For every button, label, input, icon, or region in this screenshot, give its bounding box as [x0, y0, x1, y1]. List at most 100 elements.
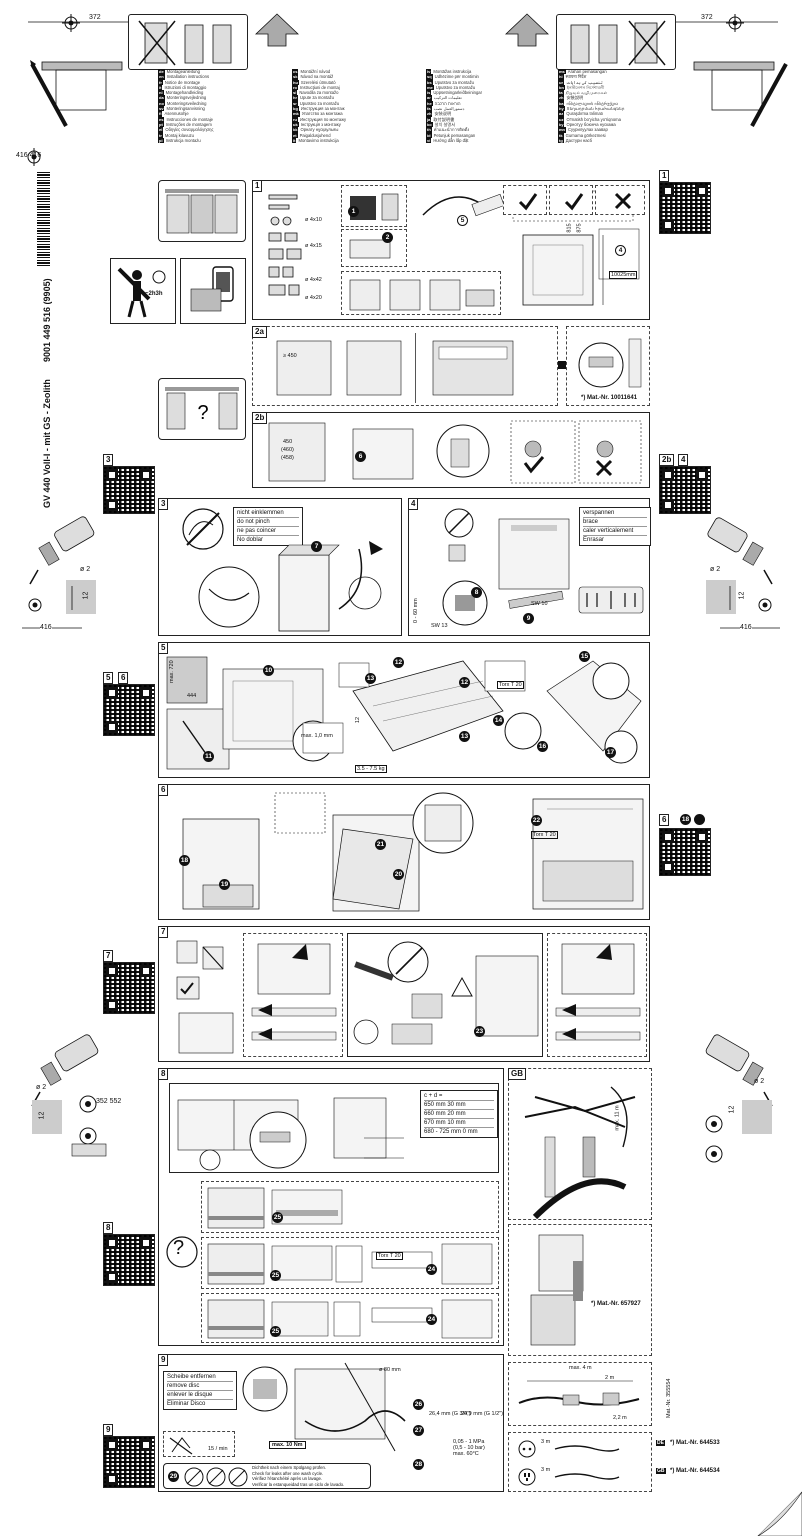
- dimension-line-icon: [28, 21, 138, 23]
- drain-connection-icon: [242, 1362, 406, 1452]
- callout-number: 18: [179, 855, 190, 866]
- dimension-label: (458): [281, 455, 294, 461]
- country-badge: DE: [656, 1440, 665, 1446]
- language-code: ro: [292, 84, 298, 91]
- phone-icon-panel: [180, 258, 246, 324]
- language-title: تعليمات التركيب: [433, 95, 462, 101]
- language-title: Notice de montage: [164, 79, 201, 85]
- callout-number: 8: [471, 587, 482, 598]
- language-title: Návod na montáž: [300, 74, 334, 80]
- language-code: th: [426, 127, 432, 133]
- plinth-option-icon: [207, 1187, 343, 1229]
- language-title: 安装说明: [434, 111, 452, 117]
- material-number: Mat.-Nr. 355554: [666, 1378, 672, 1418]
- language-title: Інструкція з монтажу: [300, 121, 341, 127]
- sub-step-box: [547, 933, 647, 1057]
- language-code: zh: [426, 111, 433, 117]
- torque-label: max. 10 Nm: [269, 1441, 306, 1449]
- language-code: no: [158, 100, 165, 107]
- hand-tighten-icon: [169, 1437, 193, 1455]
- kitchen-cabinet-icon: [165, 189, 239, 234]
- language-code: ru: [292, 116, 298, 122]
- callout-number: 12: [459, 677, 470, 688]
- registration-mark-icon: [758, 598, 772, 612]
- gb-panel: GB max. 11 m: [508, 1068, 652, 1220]
- drill-diameter: ø 2: [710, 566, 721, 573]
- question-mark: ?: [173, 1237, 185, 1259]
- torx-label: Torx T 20: [497, 681, 524, 689]
- length-label: 2 m: [605, 1375, 615, 1381]
- table-row: 660 mm 20 mm: [424, 1110, 494, 1119]
- zoom-circle-icon: [578, 338, 642, 388]
- torx-label: Torx T 20: [376, 1252, 403, 1260]
- screw-label: ø 4x10: [305, 217, 322, 223]
- dimension-label: 875: [576, 223, 583, 233]
- language-code: hi: [558, 74, 564, 80]
- question-circle-icon: [166, 1236, 198, 1268]
- leak-check-line: Check for leaks after one wash cycle.: [252, 1470, 324, 1476]
- language-title: Uputstvo za montažu: [435, 84, 476, 90]
- niche-icon: ?: [165, 387, 239, 430]
- language-title: நிறுவல் வழிமுறைகள்: [565, 90, 608, 96]
- smartphone-icon: [190, 266, 234, 312]
- drill-icon: [31, 1034, 107, 1157]
- table-header: c + d =: [424, 1092, 494, 1101]
- language-code: et: [292, 132, 298, 138]
- language-title: Szerelési útmutató: [300, 79, 336, 85]
- brace-text: verspannen: [583, 509, 647, 518]
- language-code: lv: [426, 69, 432, 75]
- language-title: Uputstvo za montažu: [299, 100, 340, 106]
- screw-label: ø 4x20: [305, 295, 322, 301]
- language-code: bg: [292, 106, 299, 112]
- instruction-text: remove disc: [167, 1382, 233, 1391]
- material-number: *) Mat.-Nr. 644534: [670, 1468, 720, 1474]
- sub-step-box: 25 24: [201, 1293, 499, 1343]
- cabinet-row-icon: [349, 279, 495, 311]
- language-title: Monteringsvejledning: [166, 95, 207, 101]
- sub-step-box: 23: [347, 933, 543, 1057]
- pressure: 0,05 - 1 MPa: [453, 1439, 485, 1445]
- language-title: Instrukcja montażu: [165, 137, 201, 143]
- sub-step-box: 25: [201, 1181, 499, 1233]
- cabinet-row: [341, 271, 501, 315]
- qr-label: 4: [678, 454, 689, 466]
- cabinet-marking-icon: [693, 61, 788, 127]
- plinth-option-icon: [207, 1243, 493, 1285]
- instruction-text: enlever le disque: [167, 1391, 233, 1400]
- language-title: Uppsetningarleiðbeiningar: [433, 90, 482, 96]
- language-title: Instruções de montagem: [165, 121, 212, 127]
- language-code: sl: [292, 90, 298, 96]
- callout-number: 15: [579, 651, 590, 662]
- language-title: تنصیب کی ہدایات: [566, 79, 603, 85]
- hose-size: 20,9 mm (G 1/2"): [461, 1411, 503, 1417]
- language-title: Инструкция по монтажу: [300, 116, 347, 122]
- dimension-label: (460): [281, 447, 294, 453]
- qr-label: 6: [659, 814, 670, 826]
- language-code: hr: [292, 95, 298, 101]
- dimension-label: 416: [740, 624, 752, 631]
- dimension-line-icon: [22, 627, 82, 629]
- language-title: Дастури насб: [565, 137, 593, 143]
- language-title: Instrucciones de montaje: [166, 116, 214, 122]
- language-title: Monteringsveiledning: [166, 100, 207, 106]
- qr-code: [103, 684, 155, 736]
- language-title: دستورالعمل نصب: [433, 106, 465, 112]
- cabinet-marking-icon: [30, 60, 123, 127]
- callout-number: 19: [219, 879, 230, 890]
- callout-number: 24: [426, 1264, 437, 1275]
- step-number: 2b: [252, 412, 268, 424]
- callout-number: 24: [426, 1314, 437, 1325]
- step-number: 4: [408, 498, 419, 510]
- weight-label: 3.5 - 7.5 kg: [355, 765, 387, 773]
- drill-icon: [706, 517, 773, 614]
